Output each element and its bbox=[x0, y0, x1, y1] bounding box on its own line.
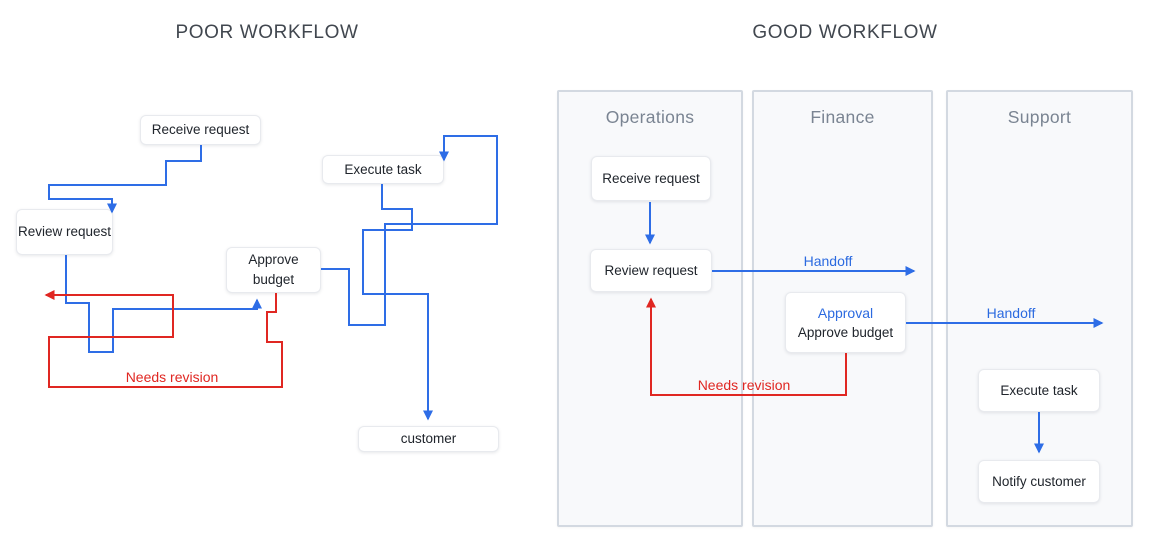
good-workflow-title: GOOD WORKFLOW bbox=[752, 22, 938, 43]
good-node-execute-task: Execute task bbox=[978, 369, 1100, 412]
node-label: Approve budget bbox=[797, 324, 894, 340]
good-node-notify-customer: Notify customer bbox=[978, 460, 1100, 503]
approval-edge-label: Approval bbox=[817, 304, 874, 321]
node-label: Review request bbox=[17, 224, 112, 240]
handoff-label-finance: Handoff bbox=[803, 253, 853, 269]
edge-receive-to-review-poor bbox=[48, 145, 202, 214]
good-node-approve-budget: Approval Approve budget bbox=[785, 292, 906, 353]
lane-support-title: Support bbox=[1007, 107, 1072, 127]
node-label: Execute task bbox=[344, 161, 422, 177]
handoff-label-support: Handoff bbox=[986, 305, 1036, 321]
good-node-review-request: Review request bbox=[590, 249, 712, 292]
lane-finance-title: Finance bbox=[810, 107, 875, 127]
needs-revision-label-good: Needs revision bbox=[697, 377, 791, 393]
poor-node-receive-request: Receive request bbox=[140, 115, 261, 145]
node-label: Execute task bbox=[1000, 382, 1078, 398]
poor-node-review-request: Review request bbox=[16, 209, 113, 255]
poor-node-customer: customer bbox=[358, 426, 499, 452]
lane-operations-title: Operations bbox=[605, 107, 695, 127]
node-label: customer bbox=[400, 431, 457, 447]
node-label: Receive request bbox=[151, 122, 250, 138]
poor-node-execute-task: Execute task bbox=[322, 155, 444, 184]
node-label: Receive request bbox=[602, 170, 700, 186]
edge-execute-to-customer-poor bbox=[362, 184, 433, 421]
node-label: Approve budget bbox=[248, 252, 299, 287]
lane-support: Support bbox=[946, 90, 1133, 527]
good-node-receive-request: Receive request bbox=[591, 156, 711, 201]
needs-revision-label-poor: Needs revision bbox=[125, 369, 219, 385]
node-label: Notify customer bbox=[992, 473, 1086, 489]
poor-node-approve-budget: Approve budget bbox=[226, 247, 321, 293]
node-label: Review request bbox=[604, 262, 698, 278]
poor-workflow-title: POOR WORKFLOW bbox=[175, 22, 359, 43]
